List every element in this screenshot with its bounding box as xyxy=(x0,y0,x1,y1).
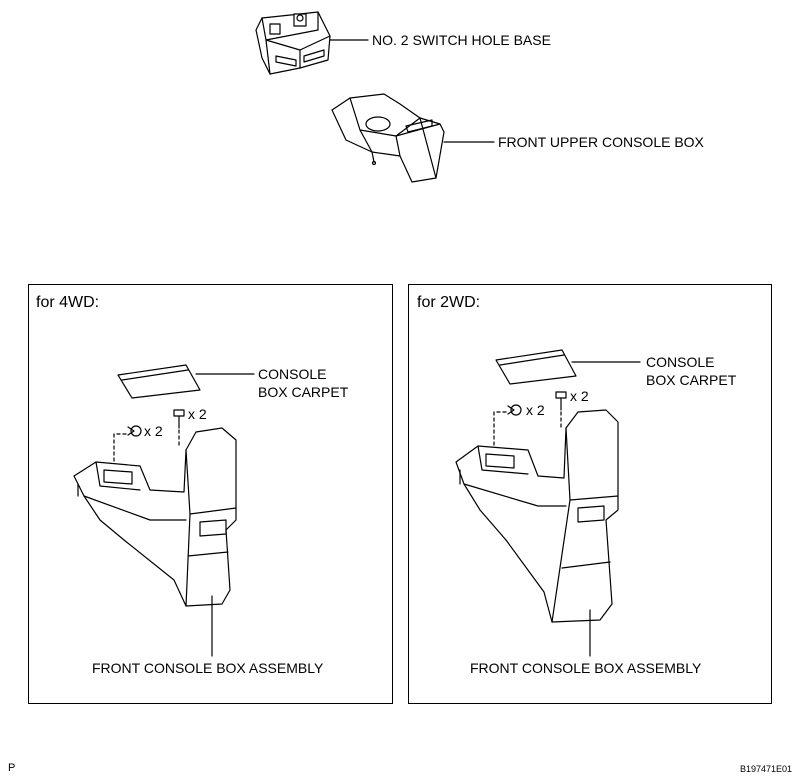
carpet-label-line2-4wd: BOX CARPET xyxy=(258,384,349,400)
bolt-a-qty-4wd: x 2 xyxy=(144,423,163,439)
assembly-label-4wd: FRONT CONSOLE BOX ASSEMBLY xyxy=(92,660,324,676)
bolt-a-guide-4wd xyxy=(113,433,127,463)
bolt-a-guide-2wd xyxy=(493,411,507,455)
bolt-b-qty-2wd: x 2 xyxy=(570,388,589,404)
carpet-label-line2-2wd: BOX CARPET xyxy=(646,372,737,388)
assembly-label-2wd: FRONT CONSOLE BOX ASSEMBLY xyxy=(470,660,702,676)
bolt-a-qty-2wd: x 2 xyxy=(526,402,545,418)
bolt-b-4wd xyxy=(173,409,185,429)
bolt-b-2wd xyxy=(555,391,567,411)
front-upper-console-box-part xyxy=(331,93,445,183)
bolt-a-4wd xyxy=(127,425,142,437)
panel-2wd xyxy=(408,284,772,704)
panel-title-2wd: for 2WD: xyxy=(417,294,481,311)
front-console-box-assembly-2wd xyxy=(455,409,619,623)
switch-hole-base-label: NO. 2 SWITCH HOLE BASE xyxy=(372,32,551,48)
switch-hole-base-part xyxy=(255,11,331,75)
panel-title-4wd: for 4WD: xyxy=(36,294,100,311)
console-box-carpet-2wd xyxy=(495,349,577,385)
carpet-label-line1-4wd: CONSOLE xyxy=(258,366,327,382)
panel-4wd xyxy=(28,284,393,704)
figure-code: B197471E01 xyxy=(740,764,792,774)
console-box-carpet-4wd xyxy=(117,364,201,399)
bolt-b-qty-4wd: x 2 xyxy=(188,406,207,422)
bolt-a-2wd xyxy=(507,404,522,416)
footer-left-mark: P xyxy=(8,762,16,774)
front-upper-console-box-label: FRONT UPPER CONSOLE BOX xyxy=(498,134,704,150)
front-console-box-assembly-4wd xyxy=(73,427,237,607)
carpet-label-line1-2wd: CONSOLE xyxy=(646,354,715,370)
